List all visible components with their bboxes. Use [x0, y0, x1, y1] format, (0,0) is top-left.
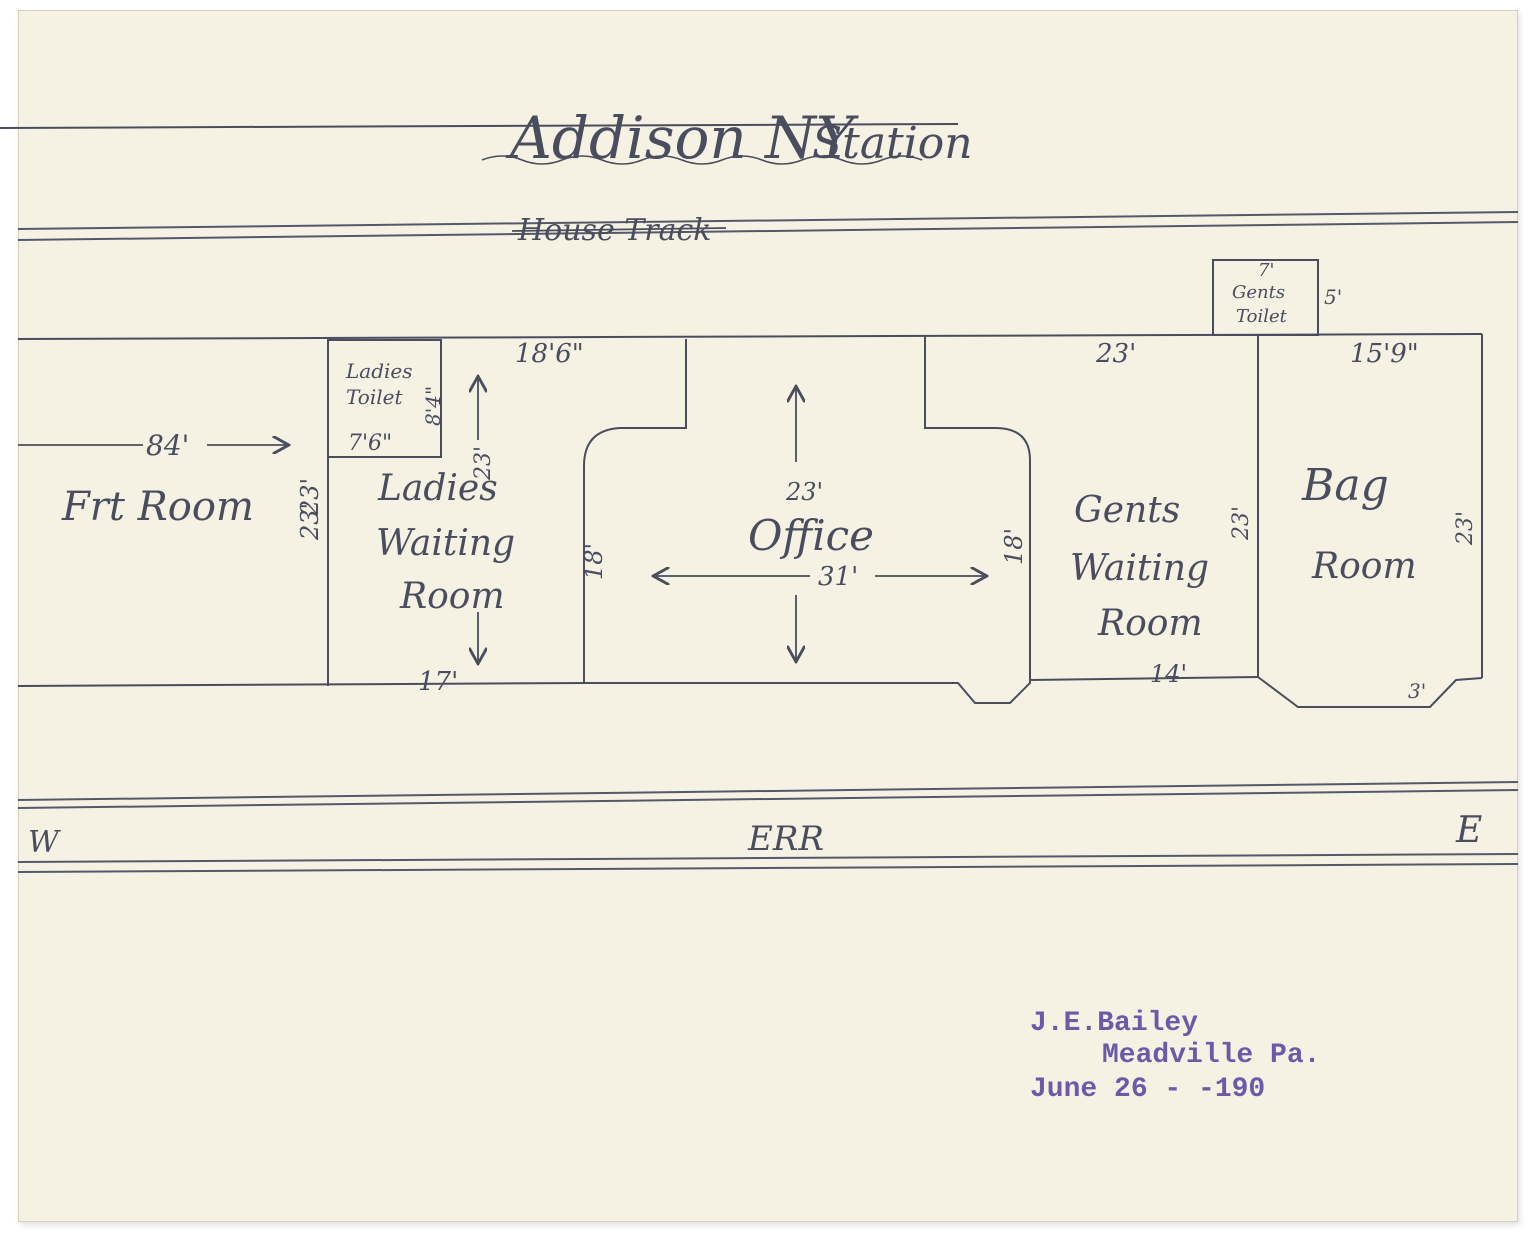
dim-gents-top: 23'	[1095, 339, 1136, 369]
room-label-gents-waiting: Room	[1097, 603, 1203, 644]
room-label-ladies-waiting: Room	[399, 576, 505, 617]
house-track-rail	[17, 211, 1519, 230]
title-underline	[481, 155, 923, 165]
room-label-bag: Room	[1311, 546, 1417, 587]
room-label-gents-toilet: Toilet	[1236, 306, 1288, 327]
room-label-office: Office	[748, 511, 874, 560]
dim-office-width: 31'	[818, 562, 858, 592]
dim-gents-right: 23'	[1229, 506, 1254, 541]
dim-frt-depth: 23'	[296, 478, 324, 516]
stamp-line-2: Meadville Pa.	[1102, 1040, 1320, 1071]
room-label-gents-toilet: Gents	[1232, 282, 1285, 303]
room-label-frt: Frt Room	[61, 484, 254, 530]
dim-ladies-left: 23'	[296, 503, 324, 541]
room-label-ladies-waiting: Waiting	[376, 523, 515, 564]
dim-ladies-depth: 23'	[471, 446, 496, 481]
dim-bag-bottom: 3'	[1408, 679, 1426, 703]
plan-title-struck: Station	[812, 118, 973, 169]
dim-gents-toilet-top: 7'	[1258, 260, 1274, 281]
dim-bag-right: 23'	[1453, 511, 1478, 546]
dim-ladies-top: 18'6"	[515, 339, 584, 369]
dim-gents-bottom: 14'	[1150, 660, 1187, 688]
room-label-bag: Bag	[1301, 460, 1389, 511]
stamp-line-3: June 26 - -190	[1030, 1074, 1265, 1105]
main-track-rail	[17, 853, 1519, 863]
dim-frt-length: 84'	[146, 429, 189, 462]
main-track-rail	[17, 789, 1519, 809]
dim-ladies-bottom: 17'	[418, 667, 458, 697]
dim-gents-toilet-side: 5'	[1324, 285, 1342, 309]
title-strike	[0, 123, 959, 129]
dim-office-right: 18'	[1000, 528, 1028, 565]
house-track-strike	[511, 227, 727, 232]
house-track-rail	[17, 221, 1519, 241]
room-label-gents-waiting: Waiting	[1070, 548, 1209, 589]
room-label-gents-waiting: Gents	[1074, 490, 1180, 531]
room-label-ladies-waiting: Ladies	[377, 468, 498, 509]
main-track-rail	[17, 781, 1519, 801]
dim-bag-top: 15'9"	[1350, 339, 1419, 369]
dim-office-left: 18'	[580, 543, 608, 580]
stamp-line-1: J.E.Bailey	[1030, 1008, 1198, 1039]
railroad-label: ERR	[747, 819, 824, 859]
building-outline	[17, 259, 1483, 708]
room-label-ladies-toilet: Ladies	[345, 359, 413, 383]
room-label-ladies-toilet: Toilet	[346, 385, 403, 409]
direction-east: E	[1455, 810, 1482, 851]
paper-sheet	[18, 10, 1518, 1222]
direction-west: W	[28, 825, 61, 860]
dim-ladies-toilet-width: 7'6"	[348, 431, 392, 456]
dim-office-depth: 23'	[785, 478, 823, 506]
dim-ladies-toilet-side: 8'4"	[421, 386, 445, 426]
main-track-rail	[17, 863, 1519, 873]
